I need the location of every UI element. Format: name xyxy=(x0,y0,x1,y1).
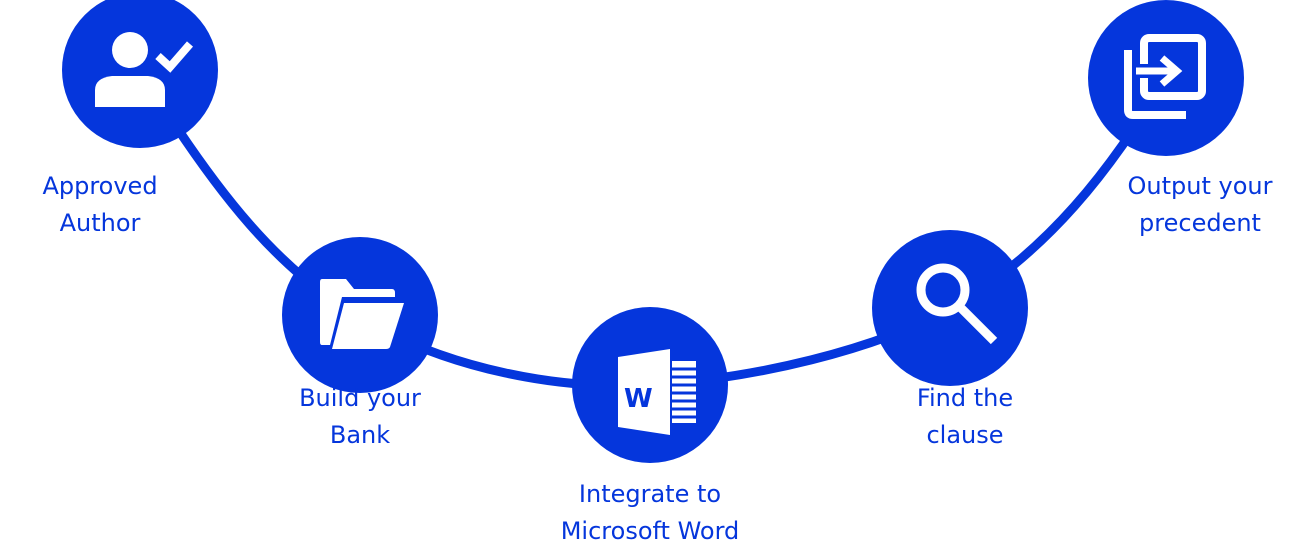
step-build-bank xyxy=(282,237,438,393)
folder-open-icon xyxy=(320,279,404,349)
step-integrate-word: W xyxy=(572,307,728,463)
export-icon xyxy=(1124,34,1206,119)
microsoft-word-icon: W xyxy=(618,349,696,435)
user-check-icon xyxy=(95,32,194,107)
step-find-clause xyxy=(872,230,1028,386)
step-approved-author xyxy=(62,0,218,148)
svg-text:W: W xyxy=(624,384,653,414)
step-output-precedent xyxy=(1088,0,1244,156)
search-icon xyxy=(916,263,998,345)
